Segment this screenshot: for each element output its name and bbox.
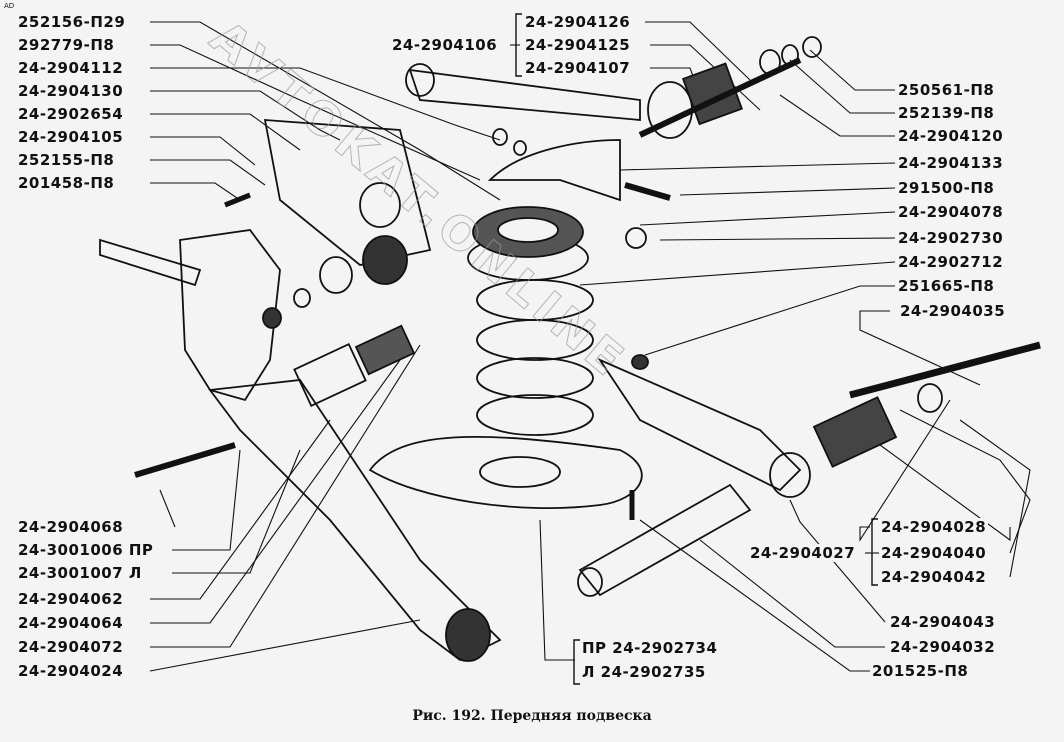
- part-label: 24-2904107: [523, 59, 633, 77]
- part-label: 24-2904078: [896, 203, 1006, 221]
- part-label: 24-2904024: [16, 662, 126, 680]
- bottom-bracket: [573, 639, 580, 685]
- spring-seat: [368, 435, 643, 509]
- part-label: 250561-П8: [896, 81, 997, 99]
- part-label: 24-2904126: [523, 13, 633, 31]
- part-label: 24-2904112: [16, 59, 126, 77]
- part-label: 24-2904042: [879, 568, 989, 586]
- part-label: 24-2904032: [888, 638, 998, 656]
- part-label: 24-2904105: [16, 128, 126, 146]
- part-label: 24-3001007 Л: [16, 564, 144, 582]
- upper-shaft-arm: [408, 68, 641, 121]
- part-label: 252156-П29: [16, 13, 128, 31]
- part-label: 201525-П8: [870, 662, 971, 680]
- part-label: 201458-П8: [16, 174, 117, 192]
- parts: [99, 36, 1041, 662]
- part-label: 24-2904040: [879, 544, 989, 562]
- corner-mark: AD: [4, 2, 15, 10]
- group-parent-label: 24-2904027: [748, 544, 858, 562]
- lower-arm-rear: [597, 357, 802, 492]
- part-label: 291500-П8: [896, 179, 997, 197]
- leader-lines: [149, 21, 1031, 672]
- part-label: ПР 24-2902734: [580, 639, 720, 657]
- part-label: 24-2904068: [16, 518, 126, 536]
- group-parent-label: 24-2904106: [390, 36, 500, 54]
- spindle: [99, 238, 202, 287]
- part-label: Л 24-2902735: [580, 663, 708, 681]
- part-label: 24-2902712: [896, 253, 1006, 271]
- upper-arm-right: [487, 139, 621, 202]
- part-label: 24-2904072: [16, 638, 126, 656]
- part-label: 292779-П8: [16, 36, 117, 54]
- part-label: 251665-П8: [896, 277, 997, 295]
- top-bracket: [515, 13, 522, 77]
- part-label: 24-2904130: [16, 82, 126, 100]
- part-label: 24-2904064: [16, 614, 126, 632]
- part-label: 252155-П8: [16, 151, 117, 169]
- part-label: 24-2904043: [888, 613, 998, 631]
- part-label: 24-2904120: [896, 127, 1006, 145]
- part-label: 24-2904133: [896, 154, 1006, 172]
- pivot-shaft: [578, 483, 752, 597]
- part-label: 24-2902730: [896, 229, 1006, 247]
- coil-spring: [467, 206, 594, 436]
- part-label: 252139-П8: [896, 104, 997, 122]
- part-label: 24-2904062: [16, 590, 126, 608]
- figure-caption: Рис. 192. Передняя подвеска: [412, 708, 652, 724]
- steering-knuckle: [179, 229, 281, 402]
- part-label: 24-2904035: [898, 302, 1008, 320]
- part-label: 24-2904125: [523, 36, 633, 54]
- part-label: 24-2902654: [16, 105, 126, 123]
- part-label: 24-3001006 ПР: [16, 541, 156, 559]
- right-bracket: [871, 518, 878, 586]
- part-label: 24-2904028: [879, 518, 989, 536]
